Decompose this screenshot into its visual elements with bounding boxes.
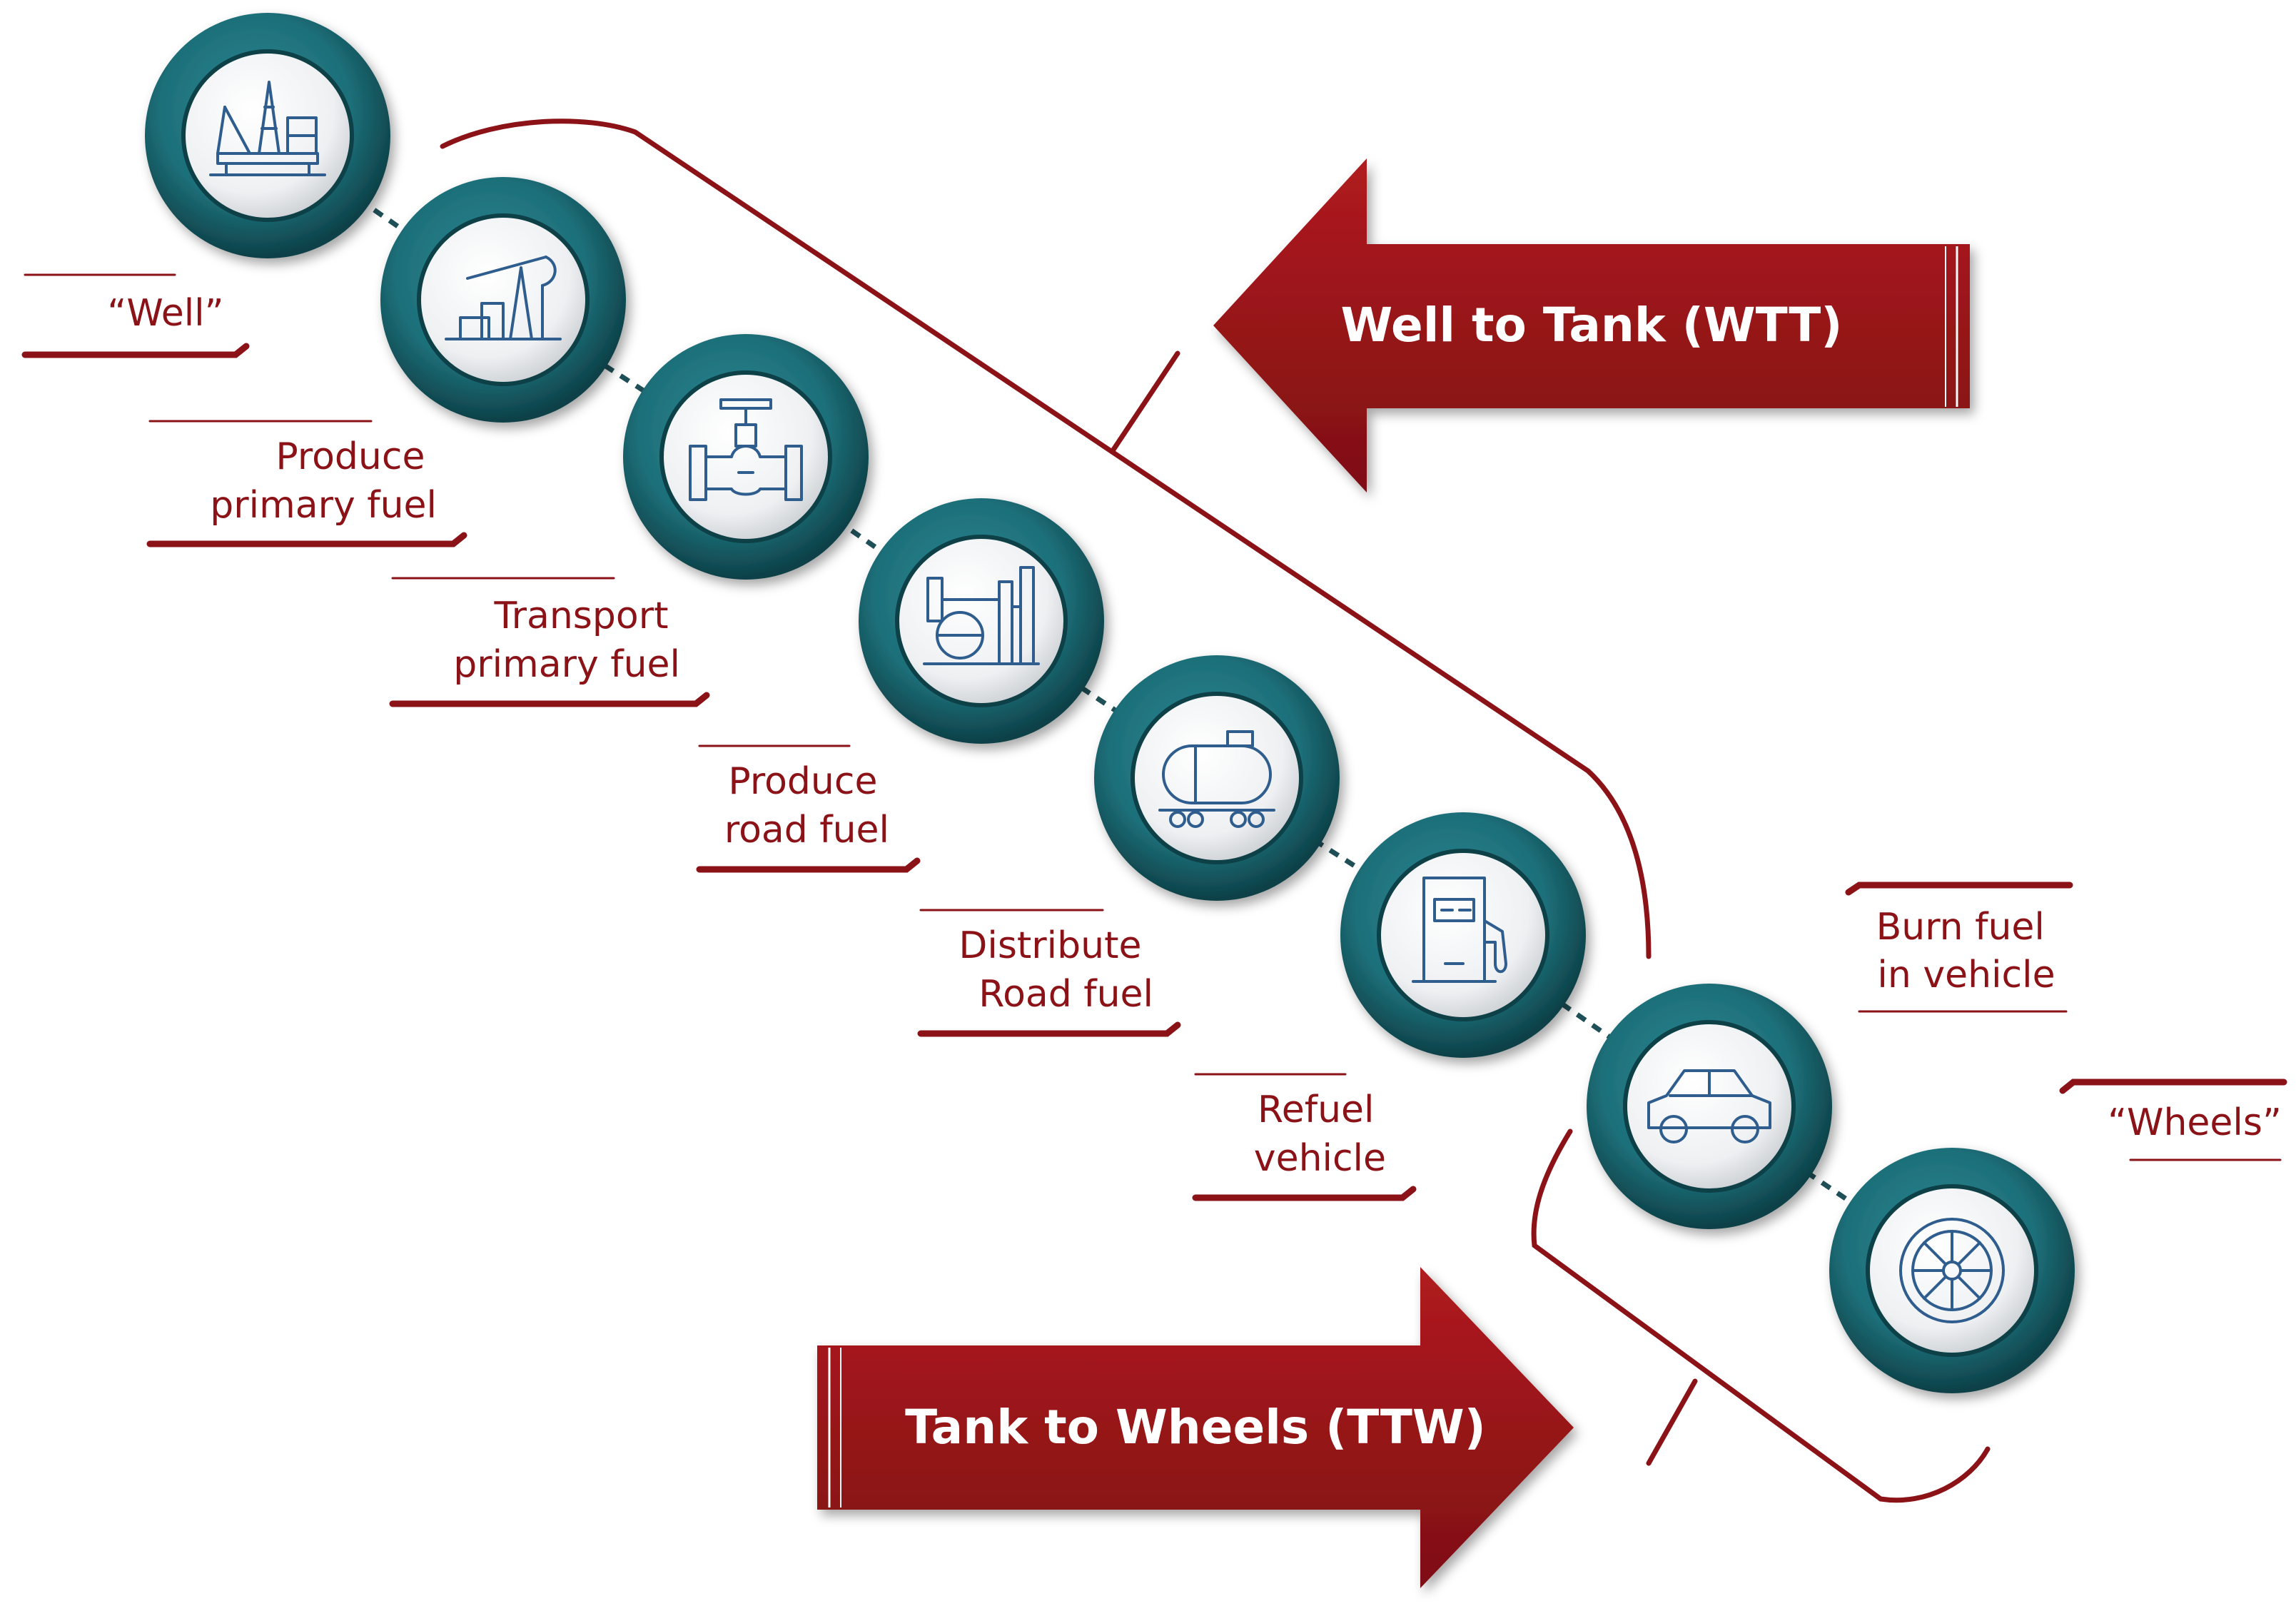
oil-rig-icon: [209, 81, 326, 176]
label-produce-primary-fuel: Produce primary fuel: [210, 435, 437, 527]
label-distribute-road-fuel: Distribute Road fuel: [959, 924, 1153, 1016]
step-circle-wheels: [1829, 1148, 2075, 1393]
ttw-arrow: Tank to Wheels (TTW): [817, 1267, 1574, 1588]
label-wheels: “Wheels”: [2108, 1101, 2282, 1144]
label-transport-primary-fuel: Transport primary fuel: [453, 595, 680, 686]
pipeline-valve-icon: [689, 398, 803, 501]
step-circle-produce-road-fuel: [859, 498, 1104, 744]
wtt-arrow: Well to Tank (WTT): [1213, 158, 1970, 493]
ttw-label: Tank to Wheels (TTW): [905, 1400, 1486, 1455]
car-icon: [1647, 1069, 1771, 1143]
step-circle-refuel-vehicle: [1340, 812, 1586, 1058]
tanker-wagon-icon: [1158, 730, 1275, 828]
fuel-pump-icon: [1412, 877, 1507, 983]
label-produce-road-fuel: Produce road fuel: [724, 760, 889, 852]
step-labels: “Well” Produce primary fuel Transport pr…: [107, 292, 2281, 1180]
pumpjack-icon: [445, 256, 562, 340]
step-circle-well: [145, 13, 390, 258]
label-well: “Well”: [107, 292, 223, 335]
wtt-bracket: [440, 118, 1652, 959]
ttw-bracket: [1531, 1128, 1991, 1503]
step-circles: [145, 13, 2075, 1393]
label-refuel-vehicle: Refuel vehicle: [1254, 1089, 1386, 1180]
step-circle-produce-primary-fuel: [380, 177, 626, 423]
label-burn-fuel-in-vehicle: Burn fuel in vehicle: [1876, 906, 2057, 996]
wtt-label: Well to Tank (WTT): [1341, 298, 1843, 353]
refinery-icon: [923, 566, 1040, 665]
step-circle-burn-fuel: [1587, 984, 1832, 1229]
step-circle-distribute-road-fuel: [1094, 655, 1340, 901]
wheel-icon: [1899, 1218, 2005, 1323]
label-rules: [21, 273, 2287, 1201]
step-circle-transport-primary-fuel: [623, 334, 869, 580]
